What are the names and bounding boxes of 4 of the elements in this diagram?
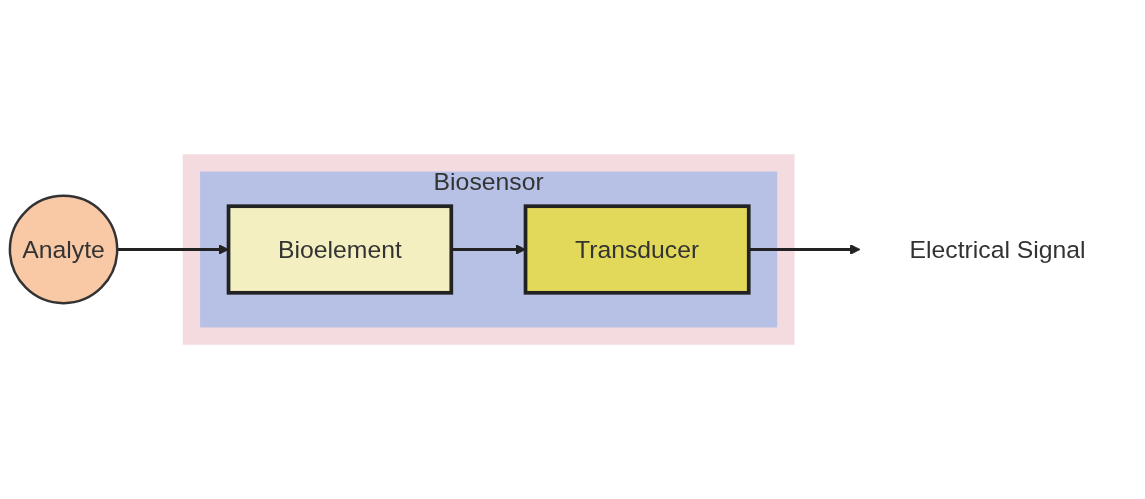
node-box: Transducer — [523, 204, 751, 295]
node-text: Electrical Signal — [909, 235, 1086, 264]
node-box: Bioelement — [226, 204, 454, 295]
node-circle: Analyte — [8, 194, 119, 305]
